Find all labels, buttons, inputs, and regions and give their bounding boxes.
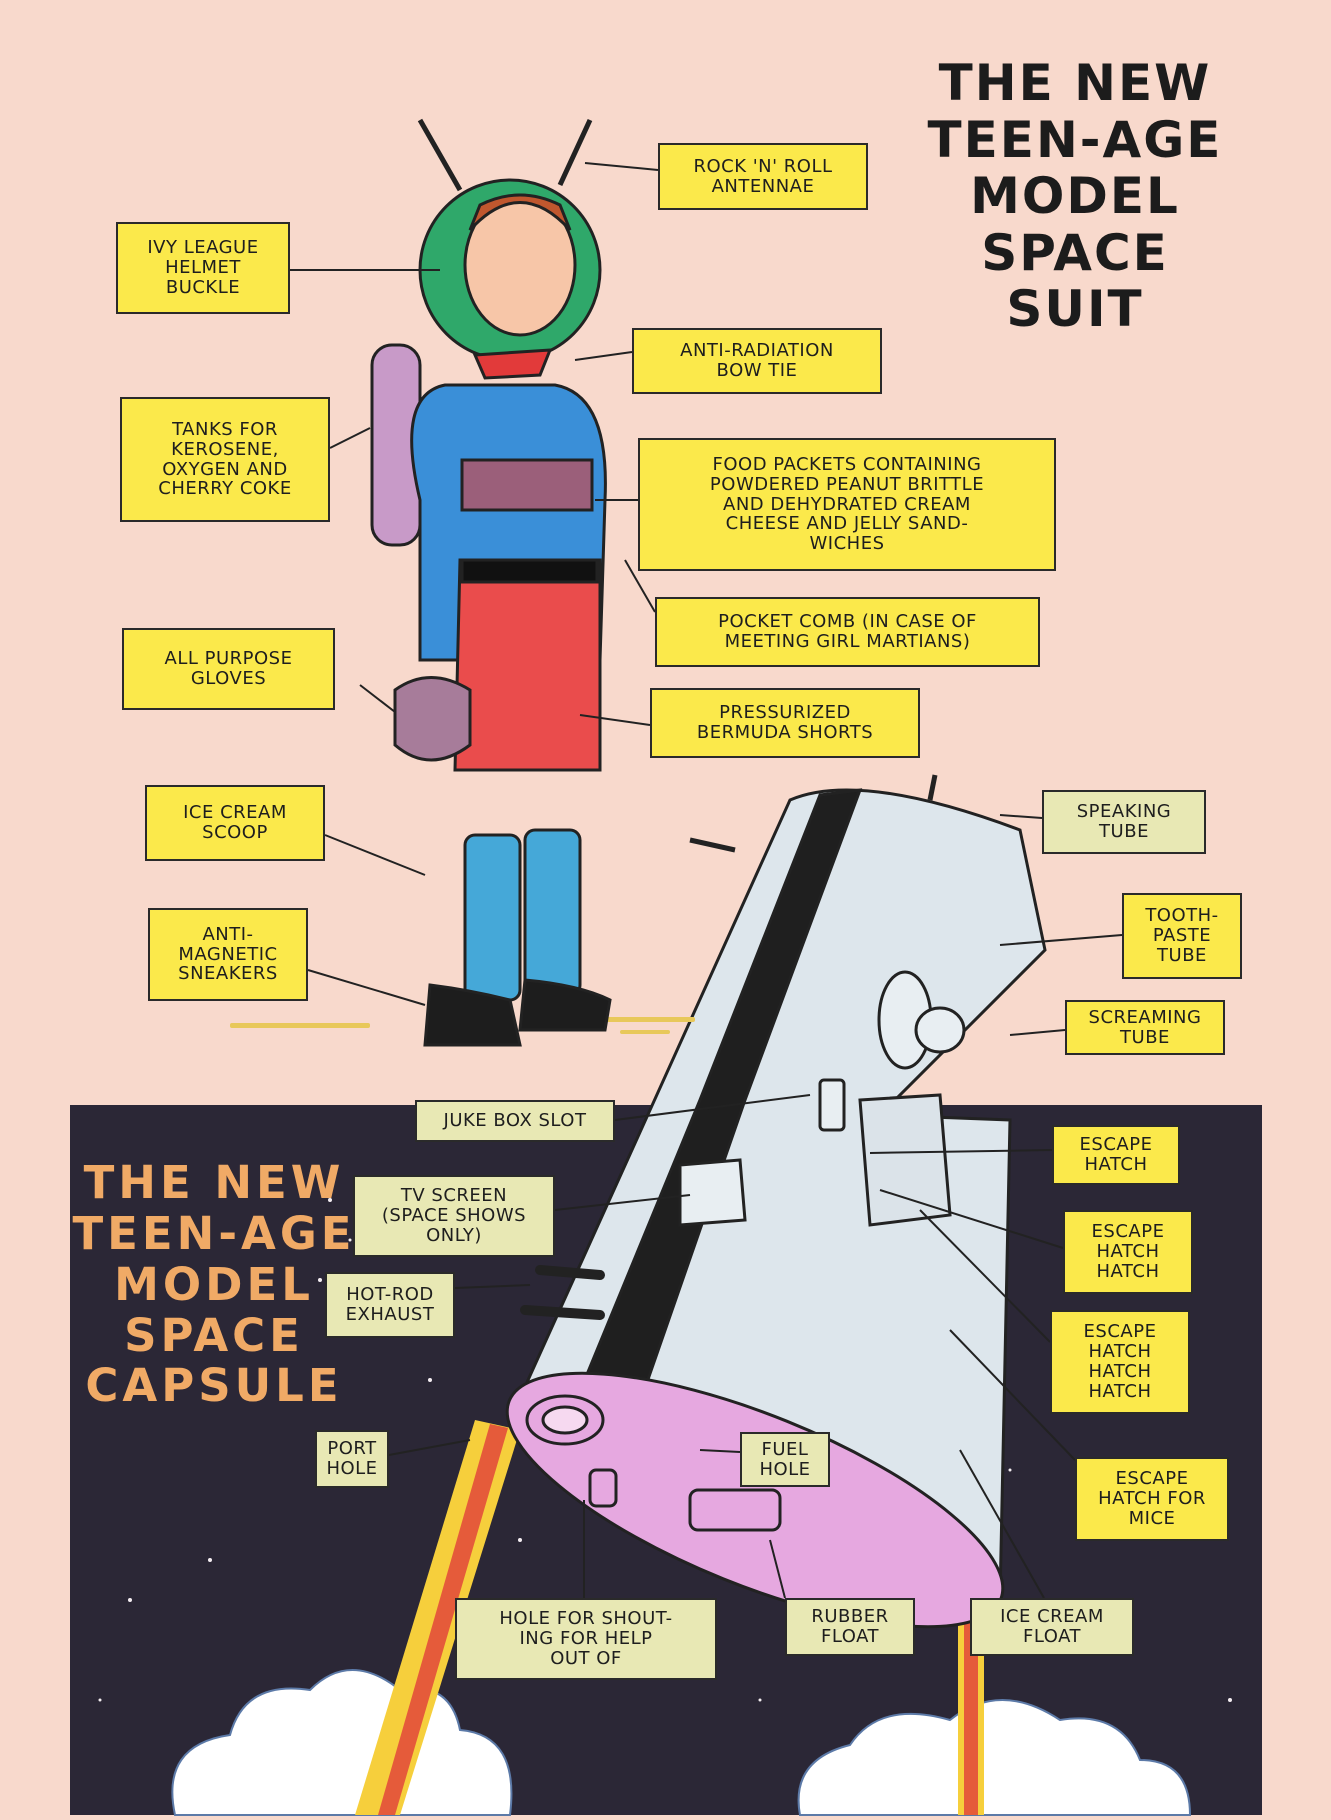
label-shorts: PRESSURIZED BERMUDA SHORTS	[650, 688, 920, 758]
label-port-hole: PORT HOLE	[315, 1430, 389, 1488]
label-pocket-comb: POCKET COMB (IN CASE OF MEETING GIRL MAR…	[655, 597, 1040, 667]
exhaust-beams	[355, 1420, 984, 1815]
label-speaking-tube: SPEAKING TUBE	[1042, 790, 1206, 854]
label-juke-box-slot: JUKE BOX SLOT	[415, 1100, 615, 1142]
label-rock-antennae: ROCK 'N' ROLL ANTENNAE	[658, 143, 868, 210]
teenager-figure	[370, 118, 612, 1047]
label-scoop: ICE CREAM SCOOP	[145, 785, 325, 861]
suit-title-line: TEEN-AGE	[927, 110, 1223, 169]
label-hot-rod-exhaust: HOT-ROD EXHAUST	[325, 1272, 455, 1338]
label-tv-screen: TV SCREEN (SPACE SHOWS ONLY)	[353, 1175, 555, 1257]
capsule-title-line: CAPSULE	[85, 1359, 343, 1413]
label-escape-hatch-hatch-hatch: ESCAPE HATCH HATCH HATCH	[1050, 1310, 1190, 1414]
label-bow-tie: ANTI-RADIATION BOW TIE	[632, 328, 882, 394]
label-hole-shouting: HOLE FOR SHOUT- ING FOR HELP OUT OF	[455, 1598, 717, 1680]
label-escape-hatch-mice: ESCAPE HATCH FOR MICE	[1075, 1457, 1229, 1541]
label-gloves: ALL PURPOSE GLOVES	[122, 628, 335, 710]
suit-title: THE NEW TEEN-AGE MODEL SPACE SUIT	[925, 55, 1225, 338]
capsule-title-line: THE NEW	[83, 1156, 345, 1209]
suit-title-line: SPACE	[981, 223, 1169, 282]
label-escape-hatch-hatch: ESCAPE HATCH HATCH	[1063, 1210, 1193, 1294]
capsule-title-line: TEEN-AGE	[72, 1206, 356, 1260]
capsule-title-line: MODEL	[114, 1257, 314, 1311]
label-ice-cream-float: ICE CREAM FLOAT	[970, 1598, 1134, 1656]
label-tanks: TANKS FOR KEROSENE, OXYGEN AND CHERRY CO…	[120, 397, 330, 522]
label-food-packets: FOOD PACKETS CONTAINING POWDERED PEANUT …	[638, 438, 1056, 571]
label-screaming-tube: SCREAMING TUBE	[1065, 1000, 1225, 1055]
capsule-title-line: SPACE	[124, 1308, 304, 1362]
suit-title-line: SUIT	[1006, 280, 1144, 338]
leader-lines	[290, 162, 1123, 1599]
suit-title-line: THE NEW	[938, 54, 1212, 112]
capsule-title: THE NEW TEEN-AGE MODEL SPACE CAPSULE	[64, 1156, 364, 1413]
label-helmet-buckle: IVY LEAGUE HELMET BUCKLE	[116, 222, 290, 314]
suit-title-line: MODEL	[970, 167, 1180, 225]
label-fuel-hole: FUEL HOLE	[740, 1432, 830, 1487]
label-sneakers: ANTI- MAGNETIC SNEAKERS	[148, 908, 308, 1001]
label-toothpaste-tube: TOOTH- PASTE TUBE	[1122, 893, 1242, 979]
label-escape-hatch: ESCAPE HATCH	[1052, 1125, 1180, 1185]
capsule	[505, 774, 1047, 1629]
label-rubber-float: RUBBER FLOAT	[785, 1598, 915, 1656]
